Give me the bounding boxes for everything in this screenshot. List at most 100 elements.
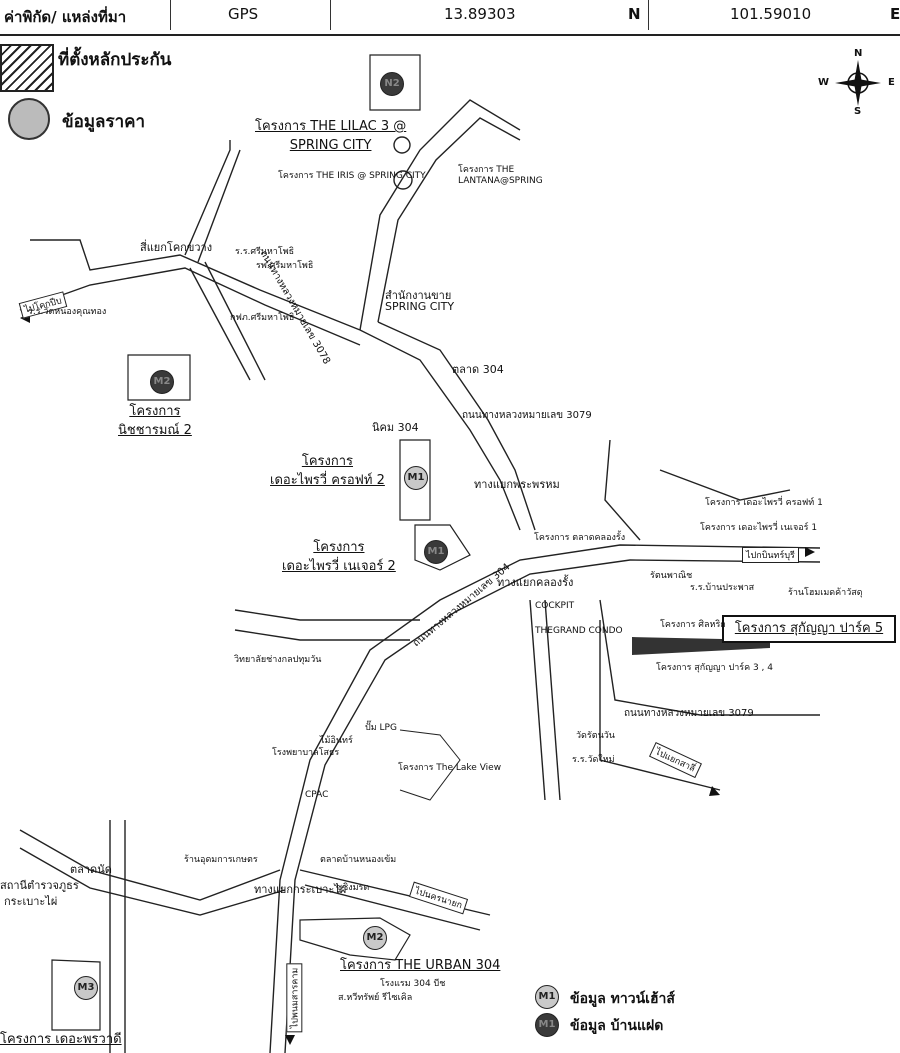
small-label: โรงพยาบาลโสธร xyxy=(272,748,340,758)
label-kaset: กฟภ.ศรีมหาโพธิ xyxy=(230,313,295,323)
label-sukanya-34: โครงการ สุกัญญา ปาร์ค 3 , 4 xyxy=(656,663,773,673)
legend-land-symbol: M1 xyxy=(535,1013,559,1037)
project-privy-nature-line2: เดอะไพรวี่ เนเจอร์ 2 xyxy=(282,559,396,574)
project-nichamon-line2: นิชชารมณ์ 2 xyxy=(118,423,192,438)
road-south-center-edge xyxy=(544,599,561,801)
label-nikom-304: นิคม 304 xyxy=(372,421,419,434)
small-label: ร้านอุดมการเกษตร xyxy=(184,855,258,865)
small-label: ร.ร.วัดใหม่ xyxy=(572,755,615,765)
label-sri-maha: ร.ร.ศรีมหาโพธิ xyxy=(235,247,295,257)
road-nongkhem-edge xyxy=(304,884,481,931)
marker-n2[interactable]: N2 xyxy=(380,72,404,96)
road-spring-edge xyxy=(377,117,521,323)
legend-land-label: ข้อมูล บ้านแฝด xyxy=(570,1018,664,1034)
project-theprawet: โครงการ เดอะพรวาดี xyxy=(0,1032,122,1047)
label-market-nat: ตลาดนัด xyxy=(70,863,112,876)
label-lantana: โครงการ THE LANTANA@SPRING xyxy=(458,165,543,186)
label-khlongrung: ทางแยกคลองรั้ง xyxy=(497,576,574,589)
label-police: สถานีตำรวจภูธร xyxy=(0,879,79,892)
coordinate-header: ค่าพิกัด/ แหล่งที่มา GPS 13.89303 N 101.… xyxy=(0,0,900,36)
small-label: ร.ร.บ้านประพาส xyxy=(690,583,755,593)
label-cockpit: COCKPIT xyxy=(535,601,575,611)
legend-collateral-label: ที่ตั้งหลักประกัน xyxy=(58,50,172,70)
project-urban: โครงการ THE URBAN 304 xyxy=(340,958,501,973)
project-privy-nature-line1: โครงการ xyxy=(313,540,365,555)
hwy-304-road-edge xyxy=(284,559,821,1053)
project-lilac-line1: โครงการ THE LILAC 3 @ xyxy=(255,119,407,134)
road-ne xyxy=(604,439,641,541)
label-college: วิทยาลัยช่างกลปทุมวัน xyxy=(234,655,322,665)
small-label: ซูซิงมรต xyxy=(336,883,370,893)
small-label: ตลาดบ้านหนองเข้ม xyxy=(320,855,397,865)
small-label: โครงการ เดอะไพรวี่ เนเจอร์ 1 xyxy=(700,523,818,533)
label-market-304: ตลาด 304 xyxy=(452,363,504,376)
small-label: ร้านโฮมเมดค้าวัสดุ xyxy=(788,588,863,598)
road-upper-edge xyxy=(19,267,361,346)
road-south-3078-edge xyxy=(204,261,266,381)
compass-e: E xyxy=(888,77,895,88)
hwy-3078-lower xyxy=(19,829,281,901)
road-college xyxy=(234,609,420,621)
project-lilac: โครงการ THE LILAC 3 @ SPRING CITY xyxy=(255,117,406,155)
collateral-hatch-symbol xyxy=(0,44,54,92)
compass-rose-icon: N S W E xyxy=(818,48,898,118)
label-wat: ร.ร.วัดหนองคุณทอง xyxy=(28,307,107,317)
label-cpac: CPAC xyxy=(305,790,329,800)
label-sisatha: โครงการ ศิลหริก xyxy=(660,620,726,630)
label-hwy-3079: ถนนทางหลวงหมายเลข 3079 xyxy=(462,410,592,421)
small-label: รัตนพาณิช xyxy=(650,571,693,581)
small-label: ส.หวีทรัพย์ รีไซเคิล xyxy=(338,993,413,1003)
longitude-value: 101.59010 xyxy=(730,5,812,23)
small-label: โรงแรม 304 บีช xyxy=(380,979,446,989)
marker-m1[interactable]: M1 xyxy=(404,466,428,490)
marker-m2[interactable]: M2 xyxy=(363,926,387,950)
divider xyxy=(170,0,171,30)
hwy-304-road xyxy=(269,544,821,1053)
marker-m2-dark[interactable]: M2 xyxy=(150,370,174,394)
coord-label: ค่าพิกัด/ แหล่งที่มา xyxy=(4,8,127,26)
small-label: โครงการ เดอะไพรวี่ ครอฟท์ 1 xyxy=(705,498,823,508)
hwy-3079-road-edge xyxy=(377,321,536,531)
marker-m3[interactable]: M3 xyxy=(74,976,98,1000)
divider xyxy=(330,0,331,30)
road-south-center xyxy=(529,599,546,801)
hwy-3079-road xyxy=(359,329,521,531)
compass-s: S xyxy=(854,106,862,117)
arrow-to-phanom: ไปพนมสารคาม xyxy=(286,963,303,1033)
label-police-2: กระเบาะไผ่ xyxy=(4,895,58,908)
lon-dir: E xyxy=(890,5,900,23)
legend-townhouse-symbol: M1 xyxy=(535,985,559,1009)
project-privy-cross-line2: เดอะไพรวี่ ครอฟท์ 2 xyxy=(270,473,385,488)
compass-w: W xyxy=(818,77,830,88)
road-spring xyxy=(359,99,521,331)
source-value: GPS xyxy=(228,5,259,23)
hwy-3078-lower-edge xyxy=(19,847,286,916)
label-krabao: ทางแยกกระเบาะไผ่ xyxy=(254,883,347,896)
price-circle-symbol xyxy=(8,98,50,140)
latitude-value: 13.89303 xyxy=(444,5,516,23)
label-hwy-3079-east: ถนนทางหลวงหมายเลข 3079 xyxy=(624,708,754,719)
compass-n: N xyxy=(854,48,863,59)
small-label: โครงการ ตลาดคลองรั้ง xyxy=(534,533,626,543)
project-privy-cross-line1: โครงการ xyxy=(301,454,354,469)
hwy-3079-east xyxy=(599,599,820,716)
marker-m1-dark[interactable]: M1 xyxy=(424,540,448,564)
road-south-3078 xyxy=(189,267,251,381)
road-upper xyxy=(30,239,361,331)
road-north-edge xyxy=(197,149,241,263)
lat-dir: N xyxy=(628,5,641,23)
road-college-edge xyxy=(234,629,410,641)
label-lpg: ปั๊ม LPG xyxy=(365,723,397,733)
project-lilac-line2: SPRING CITY xyxy=(289,138,372,153)
road-north xyxy=(184,140,231,256)
project-nichamon: โครงการ นิชชารมณ์ 2 xyxy=(118,402,192,440)
label-sales-office: สำนักงานขาย xyxy=(385,289,452,302)
small-label: ไม้อินทร์ xyxy=(320,736,353,746)
label-sri-maha-hosp: รพ.ศรีมหาโพธิ xyxy=(256,261,314,271)
label-phraprom: ทางแยกพระพรหม xyxy=(474,478,560,491)
legend-price-label: ข้อมูลราคา xyxy=(62,112,146,132)
label-grand-condo: THEGRAND CONDO xyxy=(535,626,623,636)
label-sales-office-2: SPRING CITY xyxy=(385,300,455,313)
legend-townhouse-label: ข้อมูล ทาวน์เฮ้าส์ xyxy=(570,991,675,1007)
